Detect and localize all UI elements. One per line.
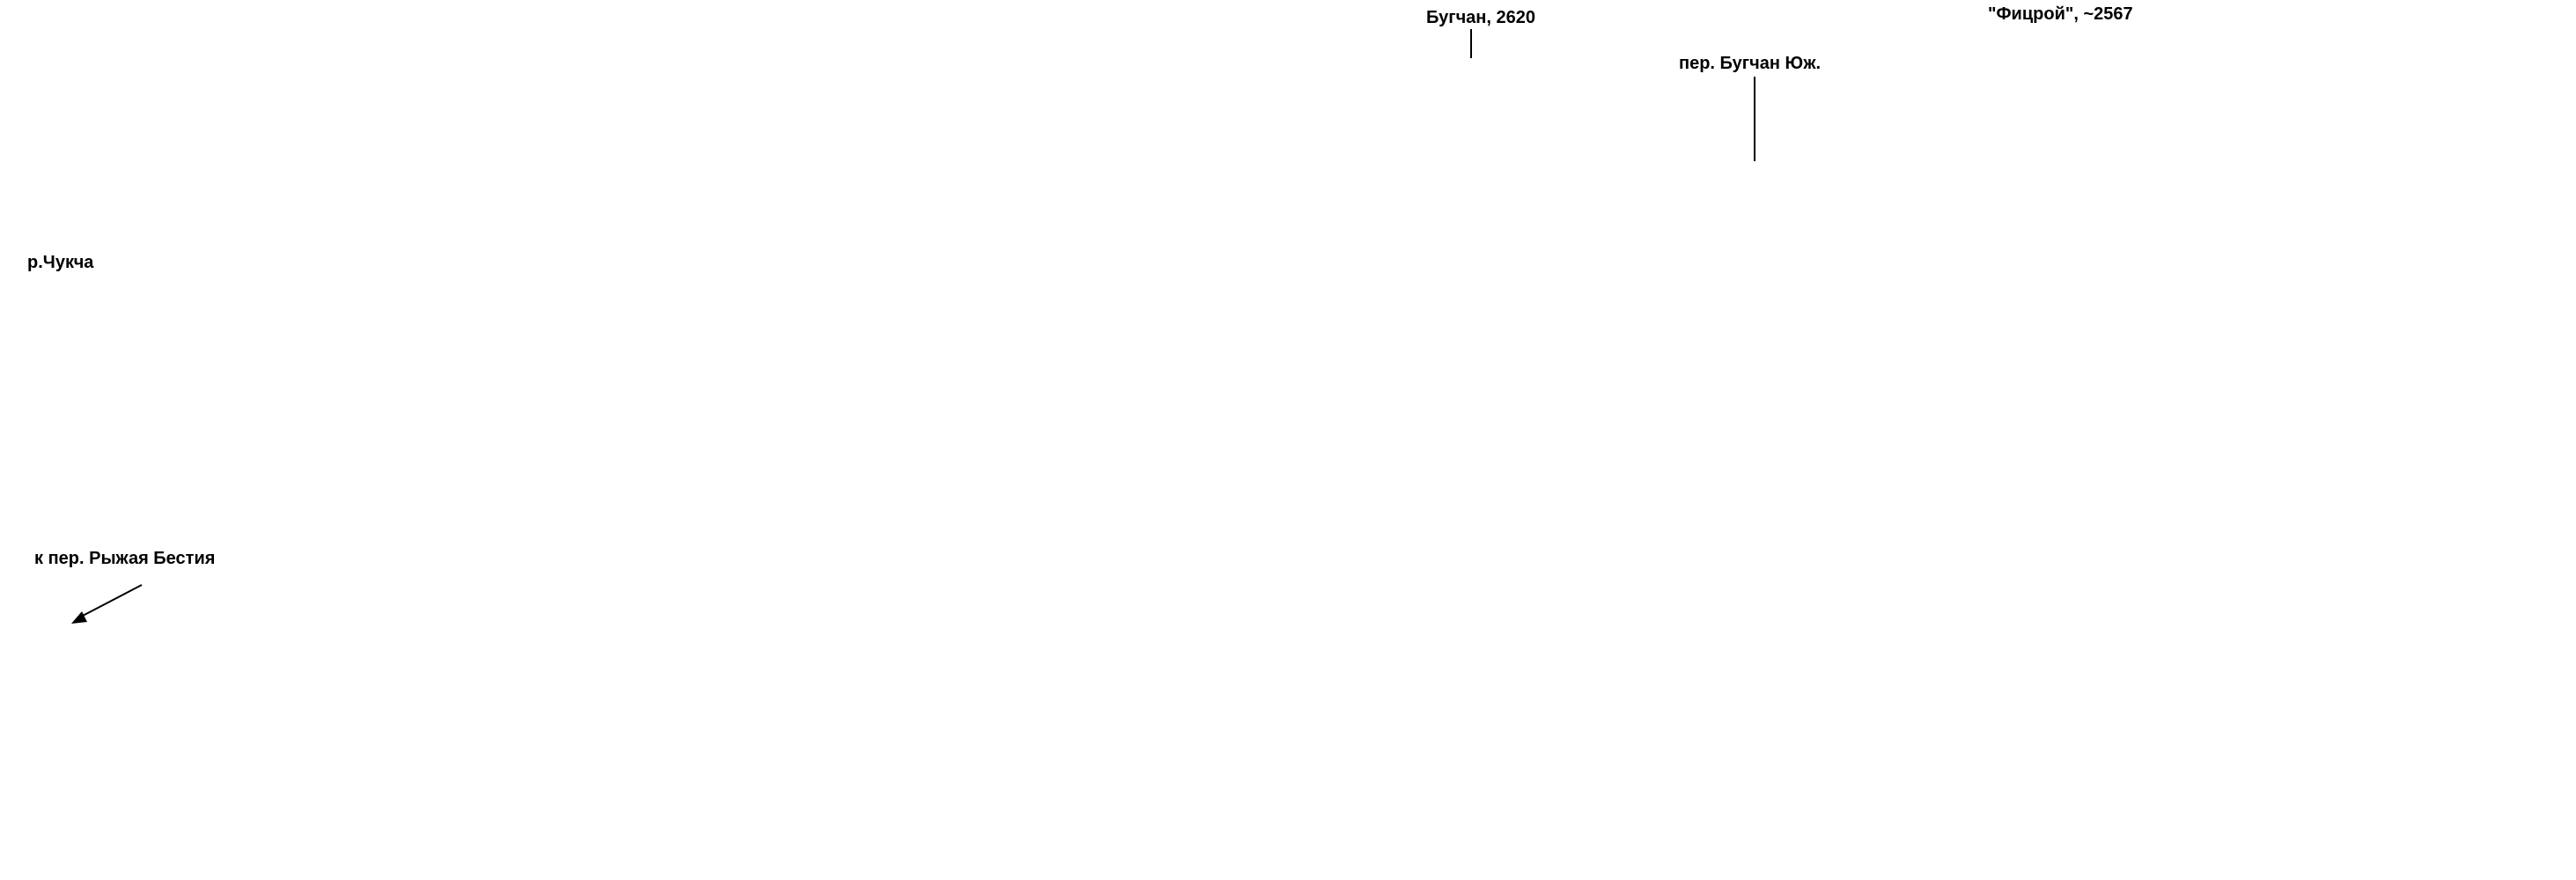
peak-label-bugchan: Бугчан, 2620 xyxy=(1426,8,1535,27)
pass-label-bugchan-south: пер. Бугчан Юж. xyxy=(1679,54,1822,73)
peak-label-fitzroy: "Фицрой", ~2567 xyxy=(1988,4,2133,24)
river-label-chukcha: р.Чукча xyxy=(27,253,94,272)
direction-label-ryzhaya-bestiya-pass: к пер. Рыжая Бестия xyxy=(34,549,216,568)
arrow-down-left-icon xyxy=(71,584,143,624)
